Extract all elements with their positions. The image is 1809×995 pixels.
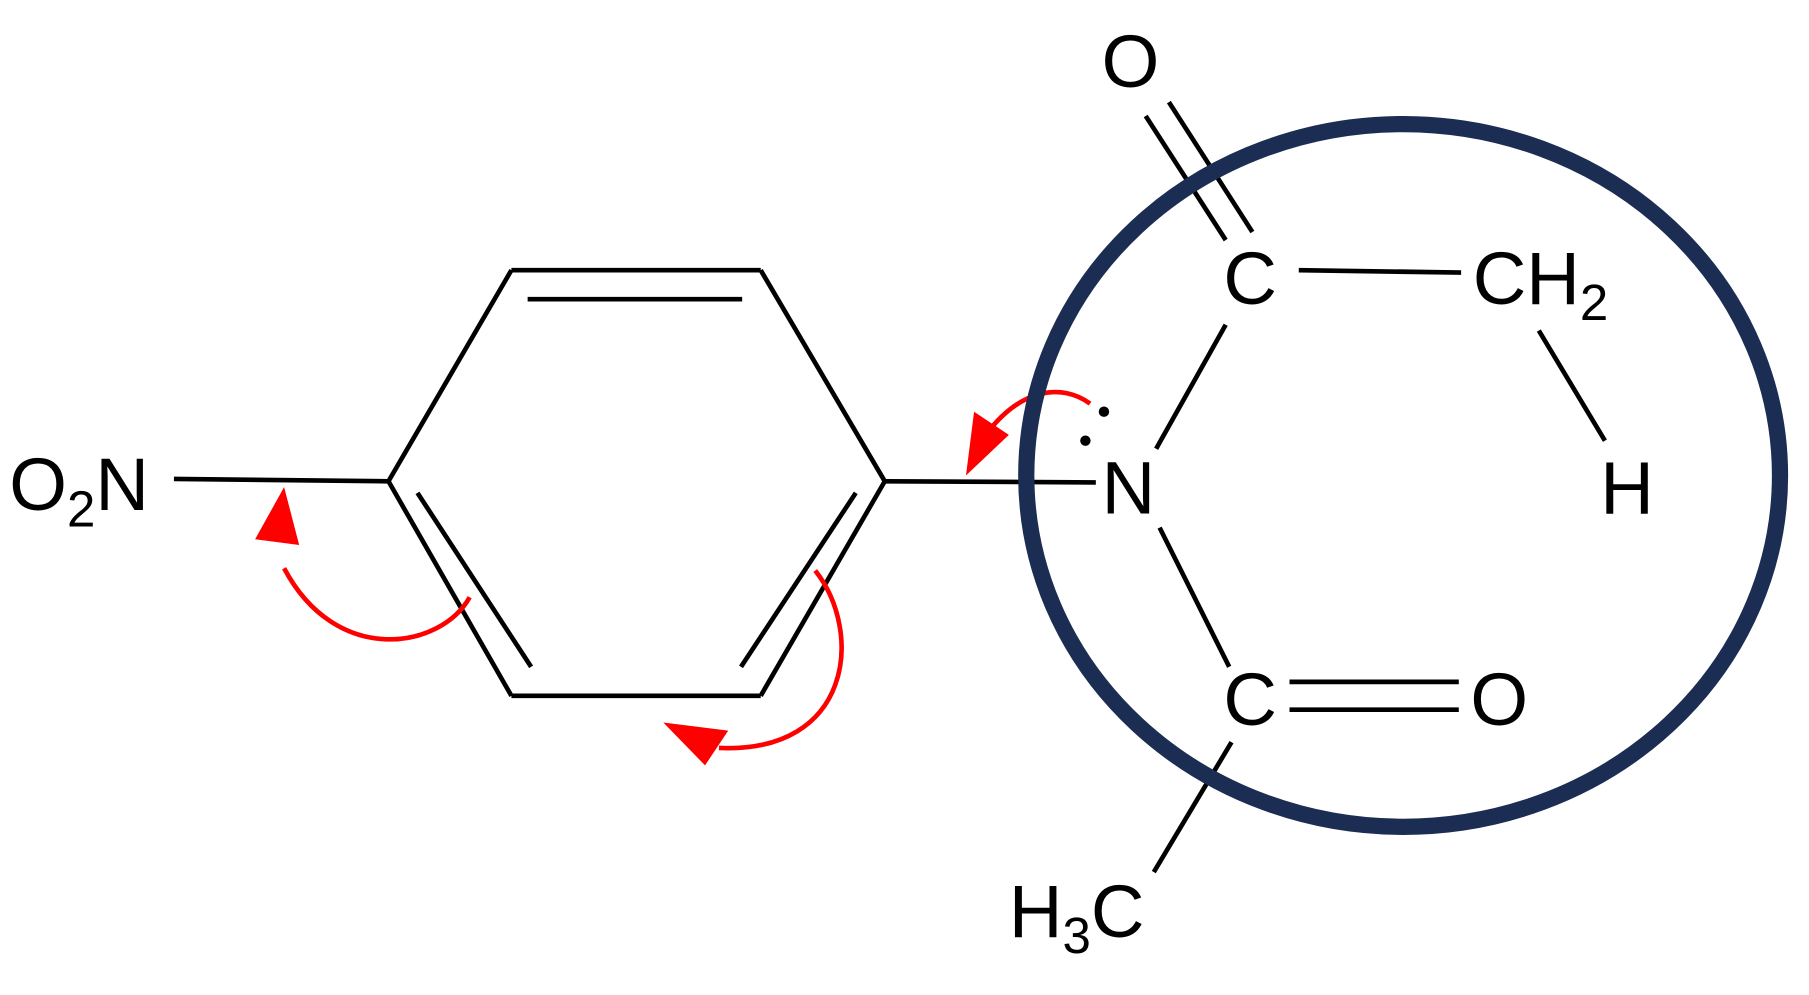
nitro-label: O2N bbox=[9, 443, 149, 537]
atom-labels: O2N N C O CH2 H C O H3C bbox=[9, 20, 1654, 964]
ch2-h-bond bbox=[1536, 329, 1607, 442]
lone-pair-dot bbox=[1098, 406, 1110, 417]
carbonyl-oxygen-right-label: O bbox=[1470, 658, 1528, 741]
lone-pair-dot bbox=[1080, 435, 1091, 446]
n-c-bond bbox=[1154, 323, 1228, 450]
amide-nitrogen-label: N bbox=[1102, 447, 1156, 530]
arrowhead-icon bbox=[663, 722, 729, 766]
ring-bond bbox=[758, 269, 887, 483]
ring-double-bond-inner bbox=[739, 491, 858, 669]
carbonyl-carbon-bottom-label: C bbox=[1223, 658, 1277, 741]
methylene-label: CH2 bbox=[1473, 237, 1609, 331]
arrowhead-icon bbox=[965, 411, 1009, 476]
ring-double-bond-inner bbox=[415, 491, 534, 669]
ring-n-bond bbox=[884, 478, 1096, 485]
nitro-ring-bond bbox=[173, 476, 389, 484]
highlight-ellipse bbox=[1018, 115, 1789, 835]
carbonyl-carbon-top-label: C bbox=[1223, 237, 1277, 320]
ring-shift-arrow-left bbox=[282, 567, 472, 642]
ring-bond bbox=[758, 480, 887, 697]
arrowhead-icon bbox=[255, 487, 300, 546]
methyl-label: H3C bbox=[1009, 870, 1145, 964]
arrowheads bbox=[255, 411, 1009, 766]
n-c-bond bbox=[1157, 526, 1232, 668]
hydrogen-label: H bbox=[1600, 447, 1654, 530]
carbonyl-oxygen-top-label: O bbox=[1102, 20, 1160, 103]
c-ch3-bond bbox=[1151, 740, 1234, 874]
ring-bond bbox=[386, 480, 514, 697]
ring-bond bbox=[386, 269, 514, 483]
bonds bbox=[173, 100, 1607, 874]
ring-shift-arrow-bottom bbox=[718, 569, 844, 751]
lone-pair-dots bbox=[1080, 406, 1110, 446]
c-ch2-bond bbox=[1298, 267, 1462, 275]
c-o-double-bond bbox=[1143, 114, 1228, 242]
